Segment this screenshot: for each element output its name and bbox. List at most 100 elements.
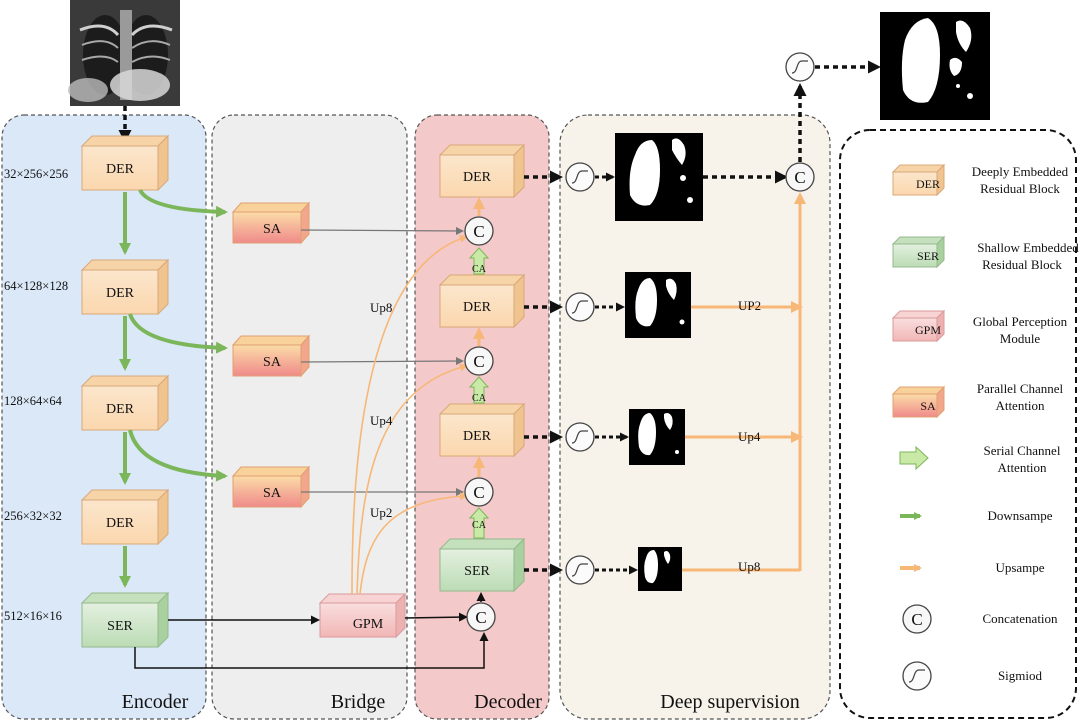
- gpm-up2-curve: [359, 492, 468, 595]
- encoder-block-5-ser: SER: [80, 591, 170, 649]
- bridge-up2-label: Up2: [370, 505, 392, 520]
- sigmoid-node-4: [565, 555, 595, 585]
- skip-arrow-3: [128, 429, 228, 482]
- svg-text:DER: DER: [106, 402, 135, 417]
- legend-panel: [839, 129, 1077, 719]
- svg-text:DER: DER: [463, 429, 492, 444]
- svg-text:GPM: GPM: [915, 323, 941, 337]
- legend-serial-label-2: Attention: [997, 460, 1047, 475]
- output-mask-image: [880, 12, 990, 120]
- legend-sa-label-1: Parallel Channel: [977, 381, 1064, 396]
- gpm-block: GPM: [318, 592, 407, 639]
- final-sigmoid-node: [785, 52, 815, 82]
- encoder-block-1: DER: [80, 134, 170, 192]
- ds-up4-label: Up4: [738, 429, 761, 444]
- svg-text:SER: SER: [107, 619, 133, 634]
- svg-text:CA: CA: [472, 393, 487, 404]
- legend-ser-label-2: Residual Block: [982, 257, 1062, 272]
- svg-text:C: C: [794, 168, 805, 187]
- legend-der-label-2: Residual Block: [980, 181, 1060, 196]
- svg-text:C: C: [473, 483, 484, 502]
- decoder-block-2: DER: [438, 273, 526, 329]
- ds-up8-label: Up8: [738, 559, 760, 574]
- sigmoid-node-1: [565, 162, 595, 192]
- legend-gpm-icon: GPM: [891, 309, 946, 343]
- ds-up2-label: UP2: [738, 298, 761, 313]
- skip-arrow-2: [128, 313, 228, 354]
- concat-node-4: C: [466, 602, 496, 632]
- gpm-up8-curve: [351, 234, 468, 595]
- mask-image-3: [629, 409, 685, 465]
- svg-text:DER: DER: [463, 170, 492, 185]
- legend-down-label: Downsampe: [988, 508, 1053, 523]
- encoder-dim-2: 64×128×128: [4, 279, 68, 293]
- legend-sa-label-2: Attention: [995, 398, 1045, 413]
- encoder-dim-5: 512×16×16: [4, 609, 62, 623]
- legend-concat-label: Concatenation: [982, 611, 1058, 626]
- svg-text:DER: DER: [463, 300, 492, 315]
- sa-block-2: SA: [231, 334, 311, 378]
- svg-text:C: C: [473, 352, 484, 371]
- svg-text:SER: SER: [917, 249, 939, 263]
- svg-text:GPM: GPM: [353, 617, 384, 632]
- skip-arrow-1: [138, 188, 228, 218]
- encoder-block-4: DER: [80, 488, 170, 546]
- svg-text:CA: CA: [472, 520, 487, 531]
- legend-serial-label-1: Serial Channel: [984, 443, 1061, 458]
- sigmoid-node-2: [565, 292, 595, 322]
- bridge-up4-label: Up4: [370, 413, 393, 428]
- decoder-block-4-ser: SER: [438, 537, 526, 593]
- legend-ser-label-1: Shallow Embedded: [977, 240, 1079, 255]
- legend-der-icon: DER: [891, 163, 946, 197]
- svg-text:SA: SA: [263, 486, 282, 501]
- mask-image-2: [625, 272, 691, 338]
- encoder-block-3: DER: [80, 374, 170, 432]
- encoder-title: Encoder: [122, 691, 189, 713]
- bridge-up8-label: Up8: [370, 300, 392, 315]
- svg-text:C: C: [911, 610, 922, 629]
- encoder-dim-3: 128×64×64: [4, 394, 63, 408]
- ca-arrow-2: CA: [468, 376, 490, 404]
- final-concat-node: C: [785, 162, 815, 192]
- svg-text:SA: SA: [263, 222, 282, 237]
- legend-der-label-1: Deeply Embedded: [972, 164, 1069, 179]
- concat-node-1: C: [464, 216, 494, 246]
- sa-block-1: SA: [231, 201, 311, 245]
- input-xray-image: [68, 0, 180, 106]
- decoder-block-1: DER: [438, 143, 526, 199]
- ca-arrow-1: CA: [468, 247, 490, 275]
- ser-bypass: [134, 632, 489, 669]
- legend-sa-icon: SA: [891, 385, 946, 419]
- legend-up-label: Upsampe: [995, 560, 1044, 575]
- svg-text:SER: SER: [464, 564, 490, 579]
- concat-node-2: C: [464, 346, 494, 376]
- svg-text:SA: SA: [920, 399, 936, 413]
- sa-to-concat-2: [300, 357, 464, 366]
- sa-block-3: SA: [231, 465, 311, 509]
- mask-image-1: [615, 133, 703, 221]
- legend-gpm-label-1: Global Perception: [973, 314, 1068, 329]
- svg-text:CA: CA: [472, 264, 487, 275]
- svg-text:DER: DER: [106, 162, 135, 177]
- svg-text:DER: DER: [916, 177, 940, 191]
- mask-image-4: [638, 547, 682, 591]
- svg-text:DER: DER: [106, 516, 135, 531]
- svg-text:DER: DER: [106, 286, 135, 301]
- bridge-title: Bridge: [331, 691, 386, 713]
- deep-supervision-panel: [559, 114, 831, 720]
- deep-supervision-title: Deep supervision: [660, 691, 799, 713]
- legend-gpm-label-2: Module: [1000, 331, 1041, 346]
- ca-arrow-3: CA: [468, 507, 490, 539]
- gpm-to-concat: [404, 612, 468, 622]
- sigmoid-node-3: [565, 422, 595, 452]
- sa-to-concat-1: [300, 226, 464, 235]
- encoder-block-2: DER: [80, 258, 170, 316]
- encoder-dim-4: 256×32×32: [4, 509, 62, 523]
- svg-text:C: C: [473, 222, 484, 241]
- decoder-title: Decoder: [474, 691, 542, 713]
- svg-text:SA: SA: [263, 355, 282, 370]
- legend-concat-icon: C: [902, 604, 932, 634]
- svg-text:C: C: [475, 608, 486, 627]
- encoder-dim-1: 32×256×256: [4, 167, 68, 181]
